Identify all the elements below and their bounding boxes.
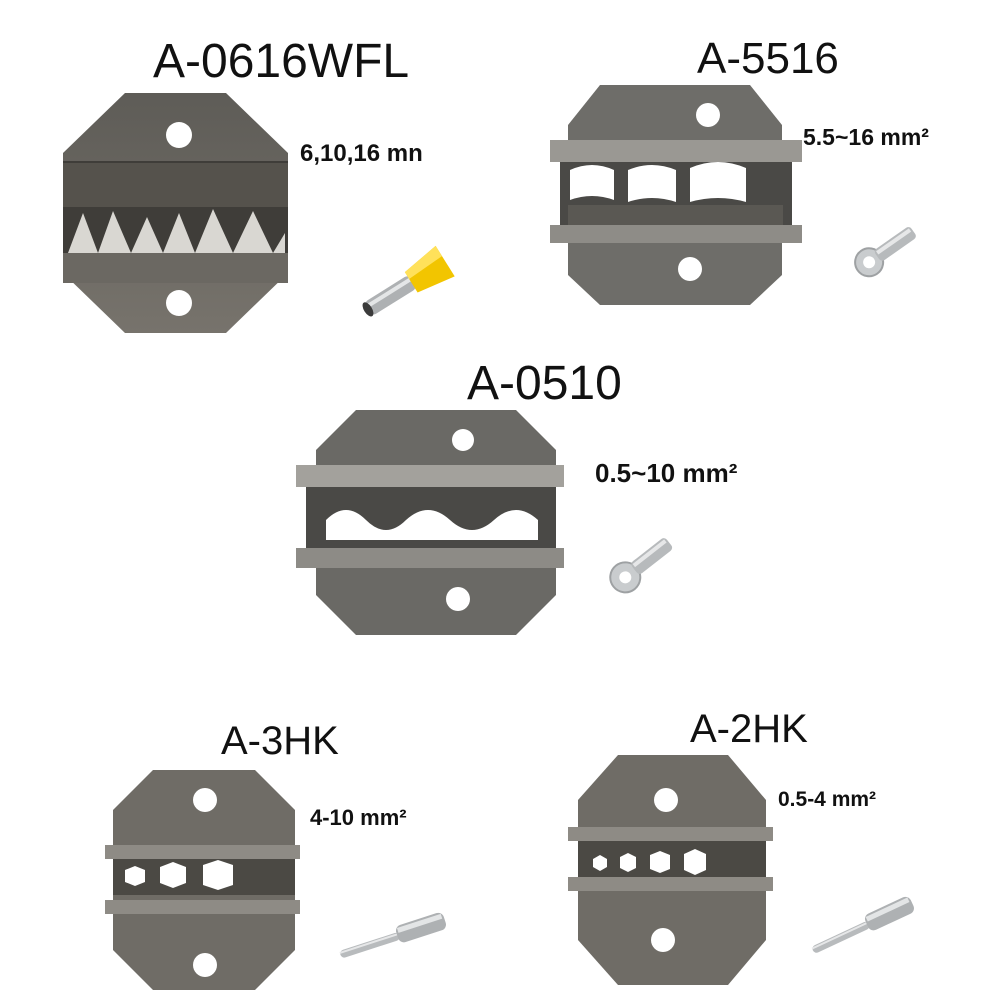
spec-label-a-5516: 5.5~16 mm²	[803, 124, 929, 150]
crimp-die-icon	[568, 755, 773, 985]
pin-terminal-icon	[805, 890, 925, 960]
model-title-a-5516: A-5516	[697, 34, 839, 83]
model-title-a-2hk: A-2HK	[690, 707, 808, 751]
crimp-die-icon	[105, 770, 300, 990]
model-title-a-0616wfl: A-0616WFL	[153, 35, 410, 88]
crimp-die-icon	[296, 410, 564, 635]
spec-label-a-2hk: 0.5-4 mm²	[778, 788, 877, 811]
spec-label-a-0616wfl: 6,10,16 mn	[300, 140, 423, 167]
pin-terminal-icon	[335, 905, 455, 965]
crimp-die-icon	[63, 93, 288, 333]
crimp-die-icon	[550, 85, 802, 305]
spec-label-a-3hk: 4-10 mm²	[310, 805, 407, 830]
model-title-a-3hk: A-3HK	[221, 719, 339, 763]
ring-terminal-icon	[846, 218, 926, 278]
spec-label-a-0510: 0.5~10 mm²	[595, 458, 738, 488]
model-title-a-0510: A-0510	[467, 357, 622, 410]
ferrule-terminal-icon	[352, 243, 462, 328]
ring-terminal-icon	[602, 528, 682, 598]
